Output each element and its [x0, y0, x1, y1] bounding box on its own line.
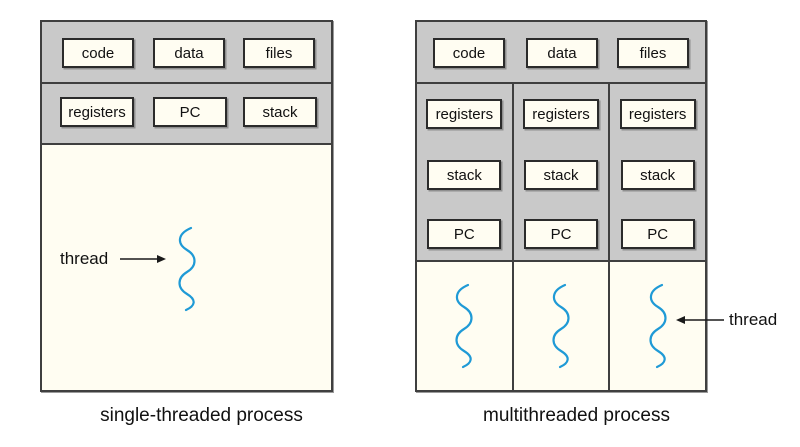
files-label: files [639, 44, 667, 62]
thread-label: thread [729, 310, 778, 329]
single-threaded-process-panel: code data files registers PC stack threa… [40, 20, 333, 392]
code-label: code [452, 44, 486, 62]
left-caption: single-threaded process [100, 405, 303, 426]
code-label: code [81, 44, 115, 62]
registers-label: registers [628, 105, 687, 123]
pc-label: PC [647, 225, 669, 243]
stack-block: stack [243, 97, 317, 127]
pc-block: PC [427, 219, 502, 249]
shared-resources-section: code data files [417, 22, 705, 84]
registers-block: registers [619, 99, 696, 129]
data-label: data [174, 44, 204, 62]
data-label: data [547, 44, 577, 62]
pc-block: PC [524, 219, 598, 249]
files-block: files [243, 38, 315, 68]
thread-area [610, 262, 705, 390]
thread-context-section: registers PC stack [42, 84, 331, 145]
shared-resources-section: code data files [42, 22, 331, 84]
registers-label: registers [435, 105, 494, 123]
pc-block: PC [620, 219, 695, 249]
thread-label: thread [60, 249, 109, 268]
thread-area [417, 262, 512, 390]
stack-block: stack [427, 160, 502, 190]
thread-squiggle-icon [455, 283, 473, 369]
registers-block: registers [60, 97, 134, 127]
pc-label: PC [179, 103, 201, 121]
pc-block: PC [153, 97, 227, 127]
stack-label: stack [262, 103, 298, 121]
thread-squiggle-icon [178, 226, 196, 312]
thread-column-1: registers stack PC [417, 84, 512, 390]
registers-block: registers [523, 99, 599, 129]
stack-block: stack [524, 160, 598, 190]
data-block: data [526, 38, 598, 68]
stack-label: stack [640, 166, 676, 184]
stack-label: stack [446, 166, 482, 184]
thread-area [514, 262, 609, 390]
code-block: code [62, 38, 134, 68]
thread-squiggle-icon [649, 283, 667, 369]
registers-block: registers [426, 99, 503, 129]
right-arrow-icon [120, 255, 166, 263]
thread-squiggle-icon [552, 283, 570, 369]
code-block: code [433, 38, 505, 68]
right-caption: multithreaded process [483, 405, 670, 426]
registers-label: registers [532, 105, 590, 123]
files-block: files [617, 38, 689, 68]
thread-context-section: registers stack PC [513, 84, 609, 262]
registers-label: registers [68, 103, 126, 121]
left-arrow-icon [676, 316, 724, 324]
data-block: data [153, 38, 225, 68]
thread-column-3: registers stack PC [608, 84, 706, 390]
thread-column-2: registers stack PC [511, 84, 609, 390]
multithreaded-process-panel: code data files registers stack [415, 20, 707, 392]
pc-label: PC [453, 225, 475, 243]
stack-block: stack [620, 160, 695, 190]
stack-label: stack [543, 166, 579, 184]
thread-context-section: registers stack PC [417, 84, 512, 262]
pc-label: PC [550, 225, 572, 243]
thread-columns: registers stack PC [417, 84, 706, 390]
files-label: files [265, 44, 293, 62]
thread-context-section: registers stack PC [610, 84, 706, 262]
